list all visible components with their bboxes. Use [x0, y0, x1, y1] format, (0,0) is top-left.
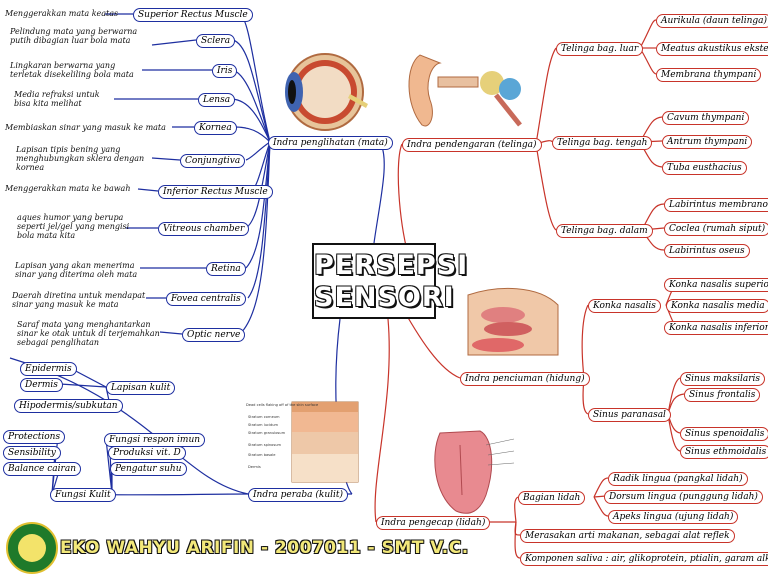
- telinga-group-2: Telinga bag. dalam: [556, 224, 653, 238]
- lapisan-item-2: Hipodermis/subkutan: [14, 399, 123, 413]
- hidung-1-item-0: Sinus maksilaris: [680, 372, 766, 386]
- telinga-0-item-0: Aurikula (daun telinga): [656, 14, 768, 28]
- mata-desc-6: Menggerakkan mata ke bawah: [5, 184, 131, 193]
- skin-layers-image: Dead cells flaking off of the skin surfa…: [246, 401, 359, 483]
- hidung-0-item-2: Konka nasalis inferior: [664, 321, 768, 335]
- branch-kulit: Indra peraba (kulit): [248, 488, 349, 502]
- mata-desc-1: Pelindung mata yang berwarna putih dibag…: [10, 27, 138, 45]
- mata-desc-5: Lapisan tipis bening yang menghubungkan …: [16, 145, 145, 172]
- nose-anatomy-image: [467, 287, 559, 356]
- mata-desc-0: Menggerakkan mata keatas: [5, 9, 119, 18]
- fungsi-right-0: Fungsi respon imun: [104, 433, 206, 447]
- mata-item-10: Optic nerve: [182, 328, 246, 342]
- hidung-1-item-3: Sinus ethmoidalis: [680, 445, 768, 459]
- mata-item-1: Sclera: [196, 34, 236, 48]
- lidah-item-1: Dorsum lingua (punggung lidah): [604, 490, 763, 504]
- lapisan-item-0: Epidermis: [20, 362, 77, 376]
- central-topic-line-2: SENSORI: [314, 282, 455, 313]
- mata-item-5: Conjungtiva: [180, 154, 246, 168]
- mata-desc-7: aques humor yang berupa seperti jel/gel …: [17, 213, 130, 240]
- branch-telinga: Indra pendengaran (telinga): [402, 138, 542, 152]
- lidah-extra-0: Merasakan arti makanan, sebagai alat ref…: [520, 529, 735, 543]
- fungsi-kulit: Fungsi Kulit: [50, 488, 116, 502]
- mata-item-4: Kornea: [194, 121, 237, 135]
- hidung-1-item-2: Sinus spenoidalis: [680, 427, 768, 441]
- lidah-extra-1: Komponen saliva : air, glikoprotein, pti…: [520, 552, 768, 566]
- tongue-anatomy-image: [434, 430, 515, 514]
- mata-item-6: Inferior Rectus Muscle: [158, 185, 273, 199]
- bagian-lidah: Bagian lidah: [518, 491, 586, 505]
- telinga-0-item-2: Membrana thympani: [656, 68, 762, 82]
- fungsi-right-2: Pengatur suhu: [110, 462, 187, 476]
- mata-item-9: Fovea centralis: [166, 292, 246, 306]
- mata-item-7: Vitreous chamber: [158, 222, 250, 236]
- skin-label-6: Dermis: [248, 465, 261, 469]
- mata-item-3: Lensa: [198, 93, 236, 107]
- skin-label-4: Stratum spinosum: [248, 443, 281, 447]
- hidung-0-item-0: Konka nasalis superior: [664, 278, 768, 292]
- lidah-item-2: Apeks lingua (ujung lidah): [608, 510, 739, 524]
- mata-item-0: Superior Rectus Muscle: [133, 8, 253, 22]
- central-topic-line-1: PERSEPSI: [314, 250, 469, 281]
- author-footer: EKO WAHYU ARIFIN - 2007011 - SMT V.C.: [60, 538, 469, 558]
- hidung-1-item-1: Sinus frontalis: [684, 388, 761, 402]
- lapisan-item-1: Dermis: [20, 378, 63, 392]
- branch-mata: Indra penglihatan (mata): [268, 136, 393, 150]
- telinga-1-item-2: Tuba eusthacius: [662, 161, 747, 175]
- fungsi-left-1: Sensibility: [3, 446, 61, 460]
- telinga-2-item-2: Labirintus oseus: [664, 244, 750, 258]
- hidung-0-item-1: Konka nasalis media: [666, 299, 768, 313]
- mata-desc-8: Lapisan yang akan menerima sinar yang di…: [15, 261, 138, 279]
- mata-desc-4: Membiaskan sinar yang masuk ke mata: [5, 123, 166, 132]
- mata-desc-10: Saraf mata yang menghantarkan sinar ke o…: [17, 320, 160, 347]
- mata-desc-9: Daerah diretina untuk mendapat sinar yan…: [12, 291, 146, 309]
- fungsi-left-0: Protections: [3, 430, 66, 444]
- central-topic: PERSEPSI SENSORI: [312, 243, 469, 319]
- ear-anatomy-image: [408, 54, 522, 127]
- telinga-group-0: Telinga bag. luar: [556, 42, 644, 56]
- mata-desc-2: Lingkaran berwarna yang terletak disekel…: [10, 61, 134, 79]
- telinga-0-item-1: Meatus akustikus eksterna: [656, 42, 768, 56]
- skin-label-0: Dead cells flaking off of the skin surfa…: [246, 403, 319, 407]
- lapisan-kulit: Lapisan kulit: [106, 381, 176, 395]
- mata-desc-3: Media refraksi untuk bisa kita melihat: [14, 90, 100, 108]
- branch-hidung: Indra penciuman (hidung): [460, 372, 590, 386]
- telinga-2-item-0: Labirintus membranosa: [664, 198, 768, 212]
- telinga-group-1: Telinga bag. tengah: [552, 136, 653, 150]
- mata-item-8: Retina: [206, 262, 246, 276]
- telinga-2-item-1: Coclea (rumah siput): [664, 222, 768, 236]
- skin-label-2: Stratum lucidum: [248, 423, 279, 427]
- lidah-item-0: Radik lingua (pangkal lidah): [608, 472, 748, 486]
- eye-anatomy-image: [285, 53, 368, 131]
- hidung-group-1: Sinus paranasal: [588, 408, 671, 422]
- telinga-1-item-0: Cavum thympani: [662, 111, 750, 125]
- school-logo: [6, 522, 58, 574]
- fungsi-right-1: Produksi vit. D: [108, 446, 186, 460]
- hidung-group-0: Konka nasalis: [588, 299, 661, 313]
- skin-label-5: Stratum basale: [248, 453, 276, 457]
- skin-label-1: Stratum corneum: [248, 415, 280, 419]
- fungsi-left-2: Balance cairan: [3, 462, 81, 476]
- branch-lidah: Indra pengecap (lidah): [376, 516, 491, 530]
- telinga-1-item-1: Antrum thympani: [662, 135, 753, 149]
- skin-label-3: Stratum granulosum: [248, 431, 286, 435]
- mata-item-2: Iris: [212, 64, 238, 78]
